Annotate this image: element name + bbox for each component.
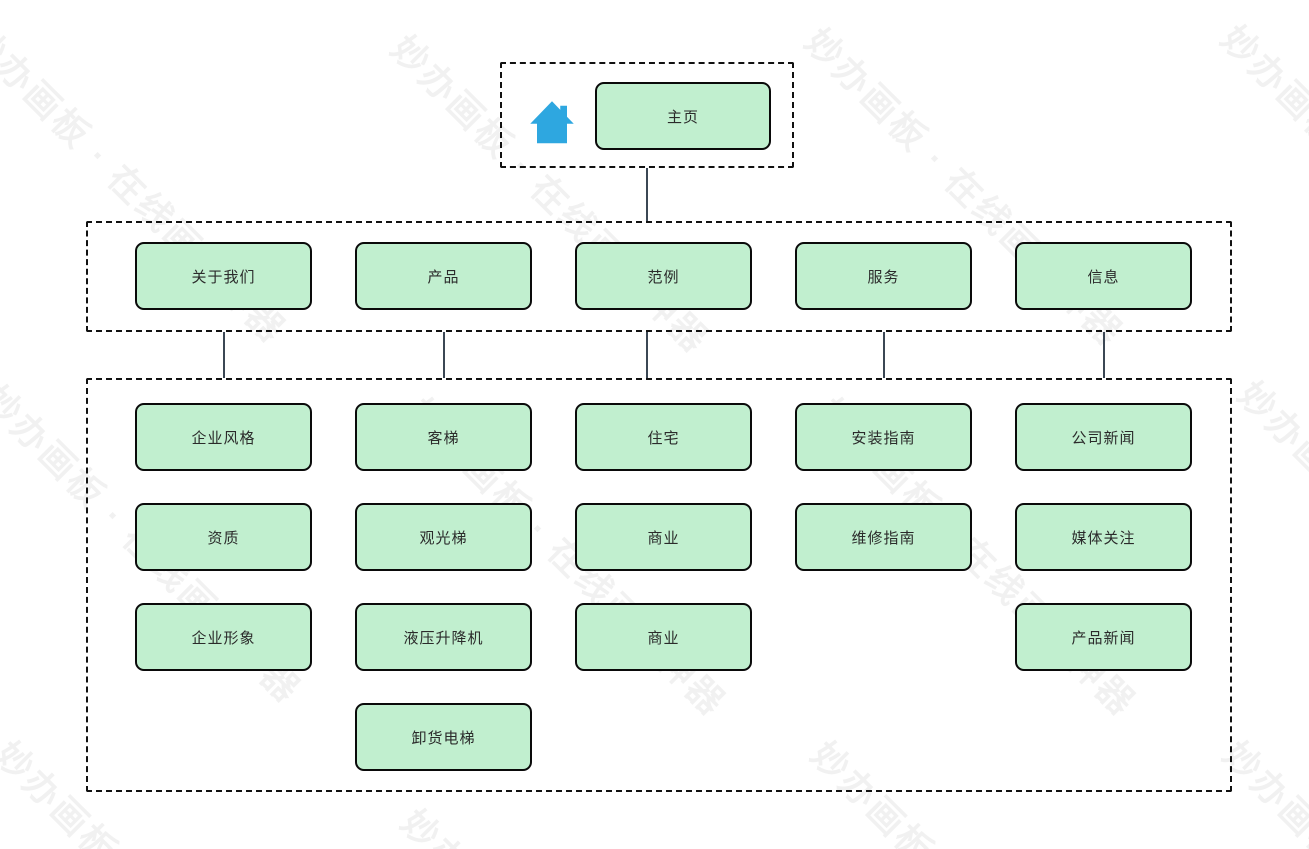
node-services[interactable]: 服务 [795,242,972,310]
node-commercial-1[interactable]: 商业 [575,503,752,571]
level2-group-frame[interactable]: 关于我们 产品 范例 服务 信息 [86,221,1232,332]
node-commercial-2[interactable]: 商业 [575,603,752,671]
node-installation-guide[interactable]: 安装指南 [795,403,972,471]
node-corporate-image[interactable]: 企业形象 [135,603,312,671]
connector-products-to-level3 [443,332,445,378]
node-maintenance-guide[interactable]: 维修指南 [795,503,972,571]
node-about[interactable]: 关于我们 [135,242,312,310]
node-products[interactable]: 产品 [355,242,532,310]
watermark-text: 妙办画板 · 在线画图神器 [391,796,733,849]
node-qualifications[interactable]: 资质 [135,503,312,571]
root-group-frame[interactable]: 主页 [500,62,794,168]
node-residential[interactable]: 住宅 [575,403,752,471]
connector-services-to-level3 [883,332,885,378]
home-icon[interactable] [528,96,576,150]
node-company-news[interactable]: 公司新闻 [1015,403,1192,471]
node-hydraulic-lift[interactable]: 液压升降机 [355,603,532,671]
node-home[interactable]: 主页 [595,82,771,150]
node-info[interactable]: 信息 [1015,242,1192,310]
connector-examples-to-level3 [646,332,648,378]
connector-info-to-level3 [1103,332,1105,378]
connector-about-to-level3 [223,332,225,378]
node-unloading-elevator[interactable]: 卸货电梯 [355,703,532,771]
watermark-text: 妙办画板 · 在线画图神器 [1230,373,1309,708]
node-product-news[interactable]: 产品新闻 [1015,603,1192,671]
level3-group-frame[interactable]: 企业风格 资质 企业形象 客梯 观光梯 液压升降机 卸货电梯 住宅 商业 商业 … [86,378,1232,792]
node-examples[interactable]: 范例 [575,242,752,310]
node-media-coverage[interactable]: 媒体关注 [1015,503,1192,571]
node-passenger-elevator[interactable]: 客梯 [355,403,532,471]
node-corporate-style[interactable]: 企业风格 [135,403,312,471]
node-sightseeing-elevator[interactable]: 观光梯 [355,503,532,571]
connector-root-to-level2 [646,168,648,221]
